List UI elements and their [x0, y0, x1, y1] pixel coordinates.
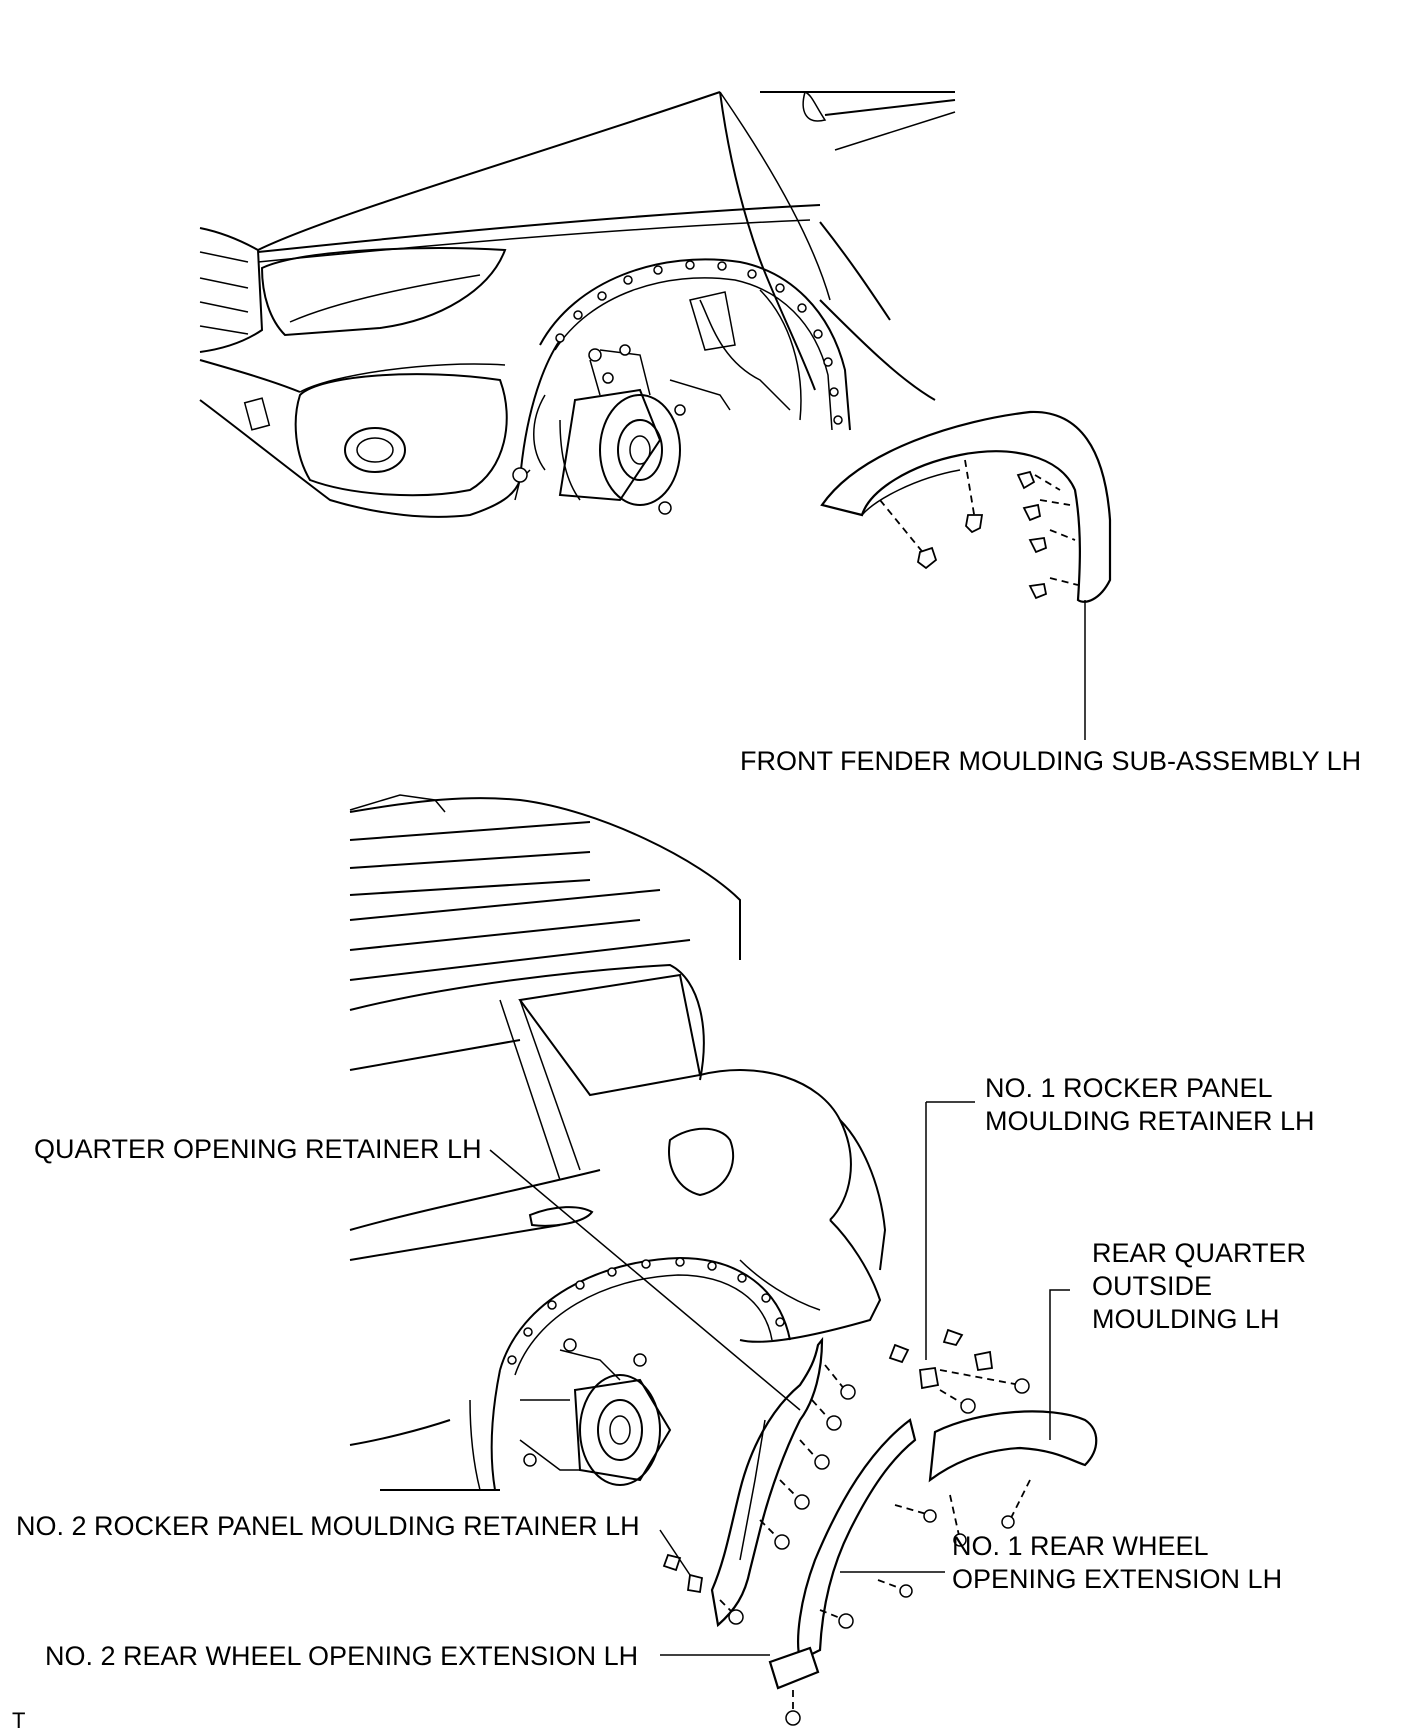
- rocker-retainer-parts: [662, 1328, 994, 1594]
- leader-lines: [489, 1101, 1070, 1656]
- rear-wheel-opening-extension-1-part: [797, 1418, 917, 1662]
- front-vehicle-illustration: [199, 91, 1112, 740]
- label-no1-rear-wheel-line1: NO. 1 REAR WHEEL: [952, 1531, 1209, 1561]
- label-no1-rear-wheel-line2: OPENING EXTENSION LH: [952, 1564, 1282, 1594]
- corner-mark: T: [12, 1708, 25, 1733]
- quarter-opening-retainer-part: [710, 1336, 824, 1628]
- rear-wheel-opening-extension-2-part: [768, 1646, 820, 1690]
- label-rear-quarter-line3: MOULDING LH: [1092, 1304, 1280, 1334]
- rear-hub-assembly: [519, 1338, 672, 1486]
- label-rear-quarter-line1: REAR QUARTER: [1092, 1238, 1306, 1268]
- label-front-fender-moulding: FRONT FENDER MOULDING SUB-ASSEMBLY LH: [740, 746, 1361, 776]
- label-no1-rocker-retainer-line1: NO. 1 ROCKER PANEL: [985, 1073, 1273, 1103]
- front-fender-moulding-part: [820, 410, 1112, 603]
- front-hub-assembly: [512, 344, 731, 515]
- label-no1-rocker-retainer-line2: MOULDING RETAINER LH: [985, 1106, 1315, 1136]
- label-quarter-opening-retainer: QUARTER OPENING RETAINER LH: [34, 1134, 482, 1164]
- label-no2-rear-wheel: NO. 2 REAR WHEEL OPENING EXTENSION LH: [45, 1641, 638, 1671]
- label-rear-quarter-line2: OUTSIDE: [1092, 1271, 1212, 1301]
- rear-fasteners: [719, 1364, 1031, 1726]
- label-no2-rocker-retainer: NO. 2 ROCKER PANEL MOULDING RETAINER LH: [16, 1511, 640, 1541]
- rear-quarter-outside-moulding-part: [928, 1410, 1098, 1483]
- rear-vehicle-illustration: [349, 794, 887, 1491]
